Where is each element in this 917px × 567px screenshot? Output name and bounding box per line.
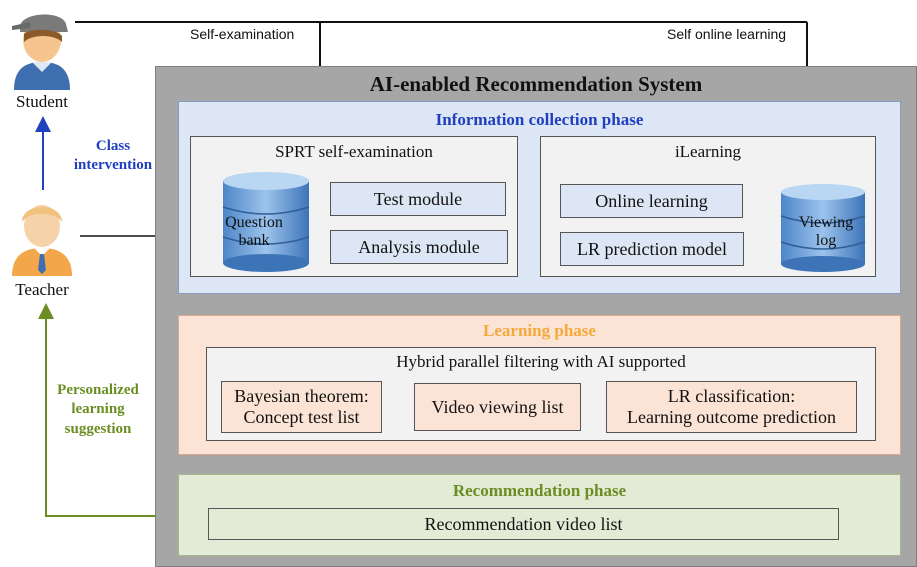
hybrid-filtering-title: Hybrid parallel filtering with AI suppor… <box>396 352 686 371</box>
learning-phase-title: Learning phase <box>483 321 596 340</box>
class-intervention-label: Class intervention <box>73 138 153 173</box>
student-avatar-icon <box>12 14 70 90</box>
lr-prediction-model-box: LR prediction model <box>560 232 744 266</box>
viewing-log-database-icon <box>780 184 866 272</box>
sprt-title: SPRT self-examination <box>275 142 433 161</box>
teacher-avatar-icon <box>12 205 72 276</box>
teacher-label: Teacher <box>15 280 69 299</box>
recommendation-video-list-box: Recommendation video list <box>208 508 839 540</box>
viewing-log-label: Viewing log <box>798 213 854 249</box>
student-label: Student <box>16 92 68 111</box>
self-online-learning-label: Self online learning <box>667 26 787 42</box>
lr-classification-box: LR classification: Learning outcome pred… <box>606 381 857 433</box>
question-bank-label: Question bank <box>225 213 283 249</box>
info-phase-title: Information collection phase <box>435 110 644 129</box>
video-viewing-list-box: Video viewing list <box>414 383 581 431</box>
self-examination-label: Self-examination <box>190 26 295 42</box>
question-bank-database-icon <box>222 172 310 272</box>
analysis-module-box: Analysis module <box>330 230 508 264</box>
personalized-suggestion-label: Personalized learning suggestion <box>57 381 139 437</box>
online-learning-box: Online learning <box>560 184 743 218</box>
recommendation-phase-title: Recommendation phase <box>452 481 627 500</box>
ilearning-title: iLearning <box>674 142 742 161</box>
personalized-suggestion-arrow <box>38 303 178 517</box>
system-title: AI-enabled Recommendation System <box>369 71 703 96</box>
test-module-box: Test module <box>330 182 506 216</box>
bayesian-theorem-box: Bayesian theorem: Concept test list <box>221 381 382 433</box>
